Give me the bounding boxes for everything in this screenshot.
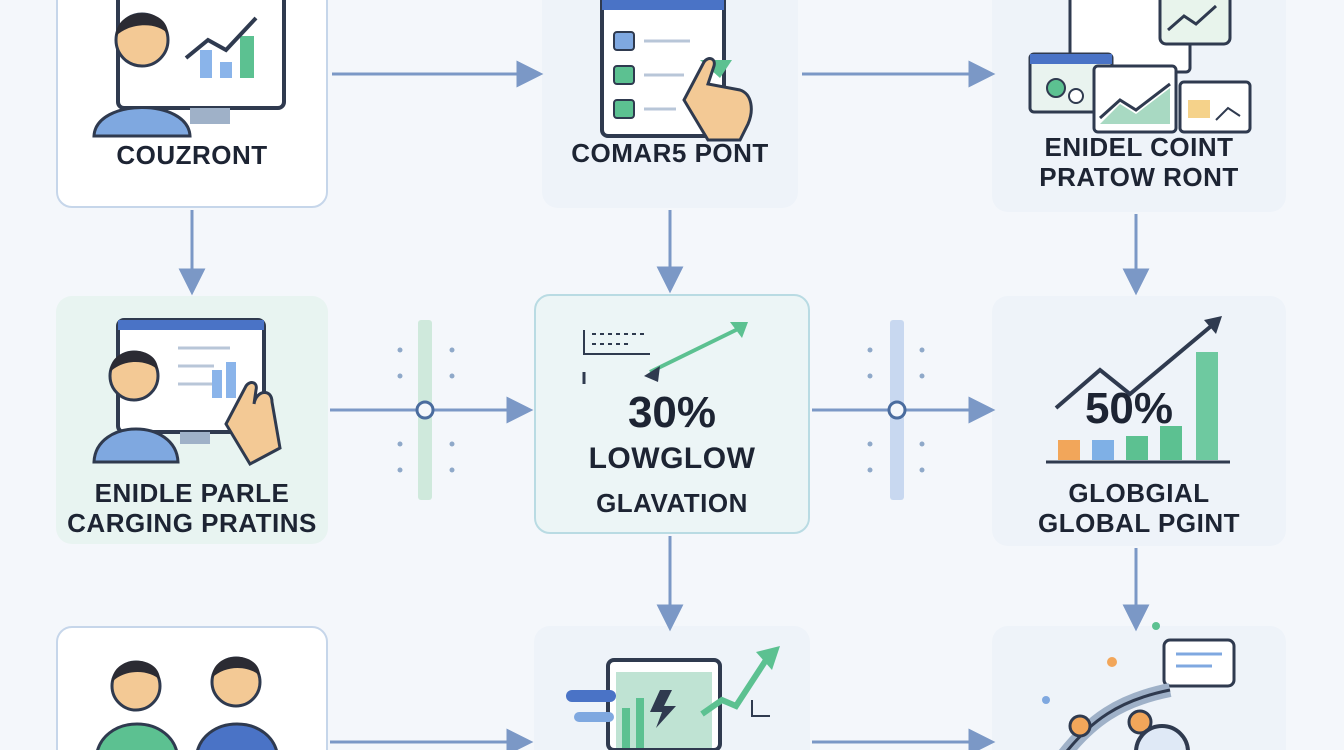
- dashboard-windows-icon: [1028, 0, 1252, 134]
- node-couzront-label: COUZRONT: [116, 140, 268, 170]
- laptop-growth-icon: [566, 646, 780, 750]
- two-people-icon: [96, 656, 278, 750]
- node-lowglow-line2: GLAVATION: [596, 488, 748, 518]
- node-enidle-parle-line2: CARGING PRATINS: [67, 508, 317, 538]
- node-global-pgint-line2: GLOBAL PGINT: [1038, 508, 1240, 538]
- gate-right: [867, 320, 925, 500]
- person-touchscreen-icon: [92, 318, 282, 466]
- node-team: [56, 626, 328, 750]
- robot-arm-magnifier-icon: [1042, 622, 1236, 750]
- growth-arrow-icon: [582, 322, 748, 384]
- node-global-pgint-line1: GLOBGIAL: [1068, 478, 1210, 508]
- gate-left: [397, 320, 455, 500]
- node-lowglow-line1: LOWGLOW: [588, 442, 756, 475]
- node-global-pgint: 50% GLOBGIAL GLOBAL PGINT: [992, 296, 1286, 546]
- connector-arrows: [178, 60, 1150, 750]
- bar-chart-icon: [1046, 316, 1230, 464]
- node-enidel-coint-line2: PRATOW RONT: [1039, 162, 1239, 192]
- node-lowglow-value: 30%: [627, 388, 717, 437]
- node-lowglow: 30% LOWGLOW GLAVATION: [534, 294, 810, 534]
- node-enidel-coint-line1: ENIDEL COINT: [1044, 132, 1234, 162]
- person-at-monitor-icon: [92, 0, 286, 138]
- node-enidle-parle-line1: ENIDLE PARLE: [94, 478, 290, 508]
- node-comar5-pont-label: COMAR5 PONT: [571, 138, 769, 168]
- checklist-tap-icon: [600, 0, 753, 142]
